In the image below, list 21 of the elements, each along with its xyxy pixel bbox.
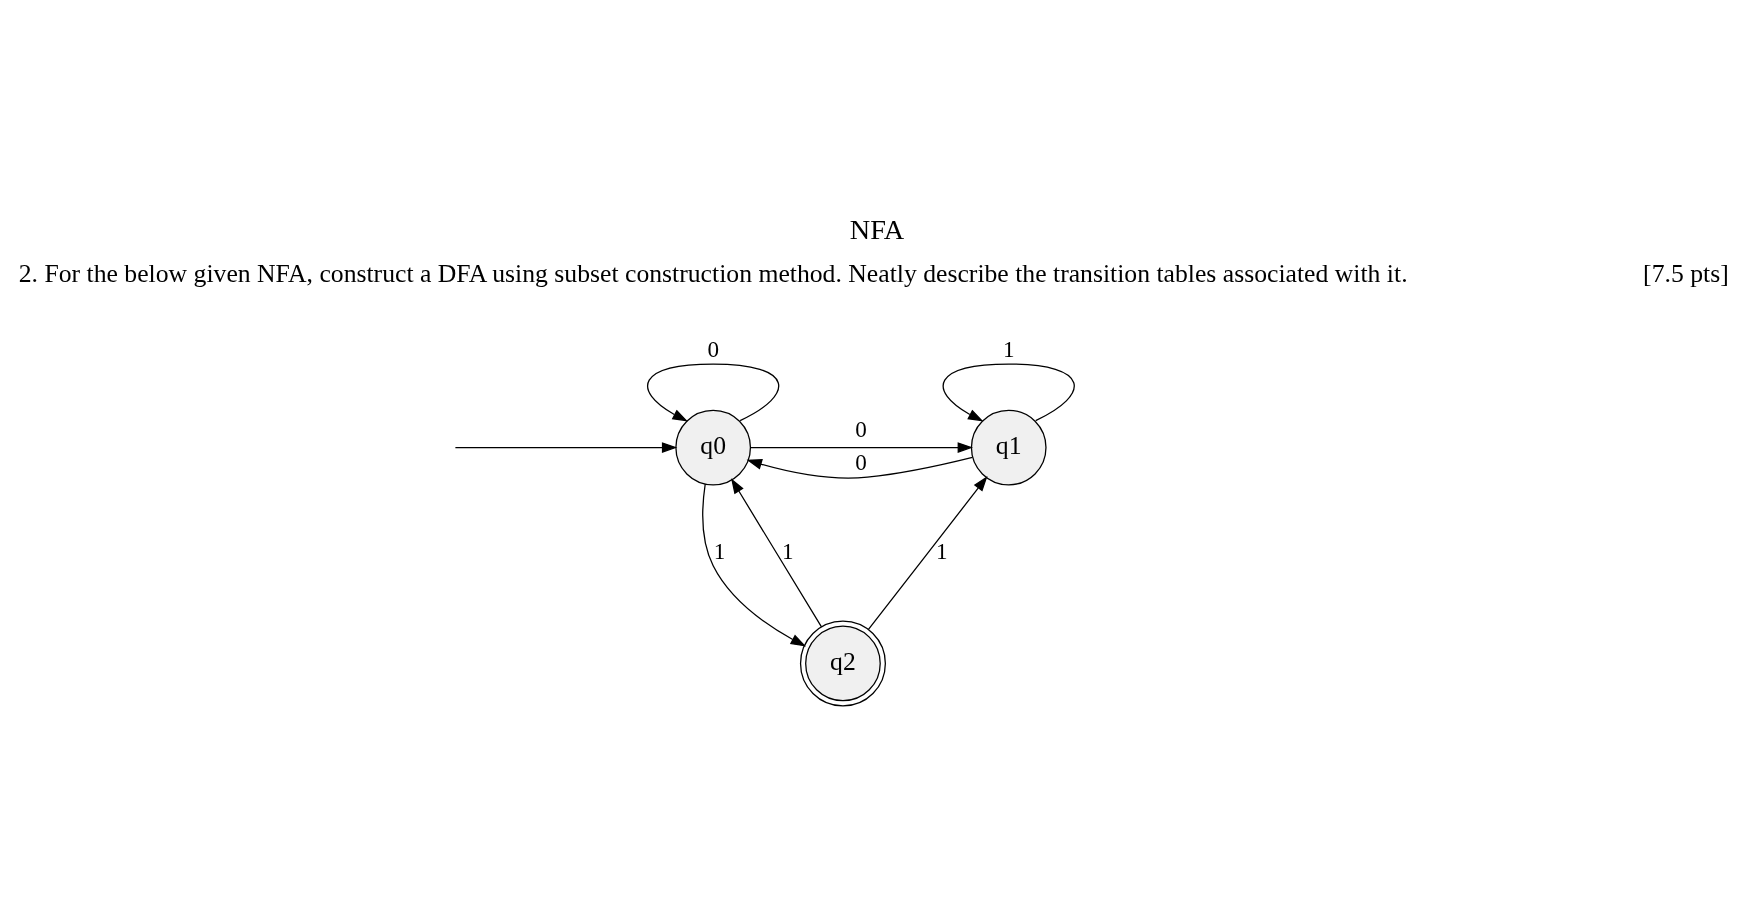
label: 2. For the below given NFA, construct a DFA using subset construction method. Neatly describe the transition tables associated with it. (18, 258, 1408, 288)
node-circle: q2 (799, 619, 886, 706)
edge-label: 1 (936, 537, 948, 564)
arrow (731, 477, 823, 627)
arrow (702, 482, 807, 647)
node-circle: q1 (970, 409, 1047, 485)
label: [7.5 pts] (1643, 258, 1729, 288)
edge-label: 0 (855, 448, 867, 475)
arrow (867, 475, 988, 630)
edge-label: 1 (781, 537, 794, 564)
arrow (746, 456, 974, 479)
arrow (647, 362, 780, 421)
edge-label: 0 (707, 335, 719, 362)
edge-label: 1 (1002, 335, 1015, 362)
arrow (454, 441, 678, 453)
edge-label: 0 (855, 415, 867, 442)
node-circle: q0 (675, 409, 752, 485)
edge-label: 1 (713, 537, 726, 564)
diagram-title: NFA (849, 213, 905, 245)
arrow (942, 362, 1075, 421)
arrow (749, 441, 974, 453)
